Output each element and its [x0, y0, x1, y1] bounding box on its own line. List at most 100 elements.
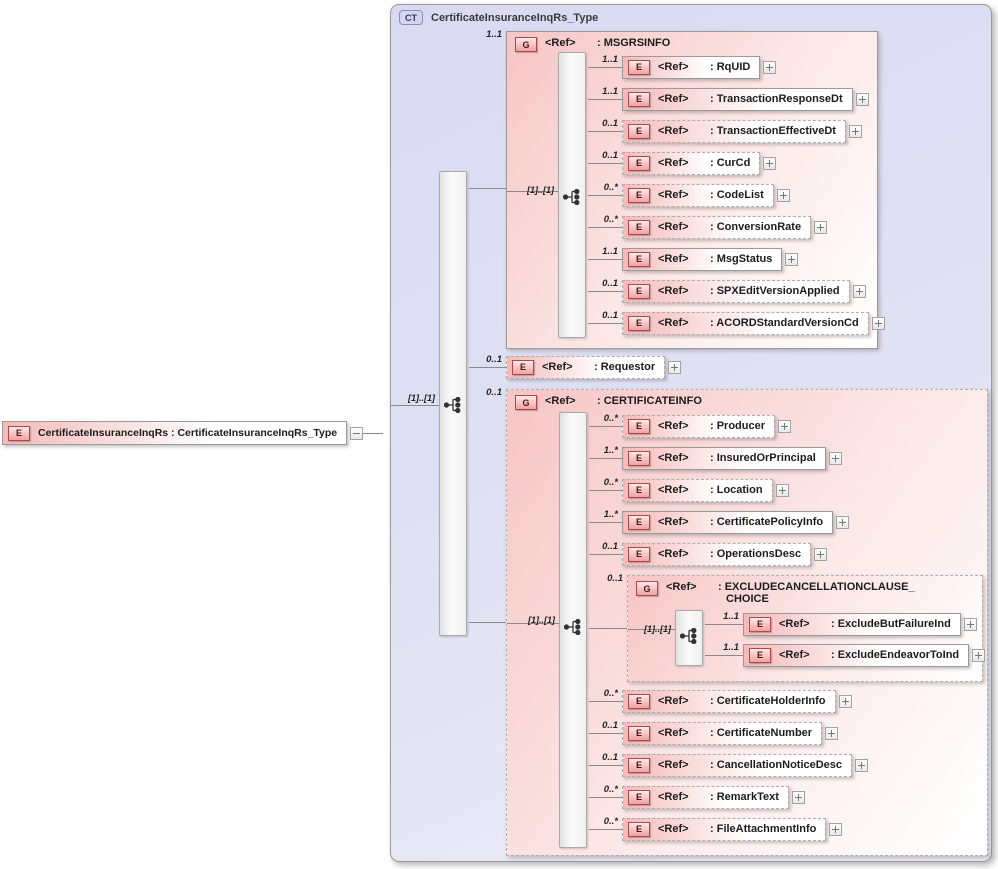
collapse-icon[interactable] [350, 426, 364, 440]
element-box-location[interactable]: E<Ref>: Location [622, 478, 773, 502]
cardinality-label: 0..1 [602, 150, 618, 161]
ref-label: <Ref> [545, 395, 576, 407]
element-badge: E [628, 155, 650, 171]
element-row: E<Ref>: Producer [622, 414, 792, 438]
element-box-msgstatus[interactable]: E<Ref>: MsgStatus [622, 247, 783, 271]
ref-label: <Ref> [658, 759, 689, 771]
expand-icon[interactable] [836, 515, 850, 529]
expand-icon[interactable] [814, 220, 828, 234]
connector-line [588, 195, 622, 196]
element-box-requestor[interactable]: E<Ref>: Requestor [506, 355, 666, 379]
expand-icon[interactable] [828, 451, 842, 465]
expand-icon[interactable] [963, 617, 977, 631]
element-badge: E [628, 251, 650, 267]
sequence-icon [563, 618, 582, 636]
element-badge: E [749, 616, 771, 632]
expand-icon[interactable] [848, 124, 862, 138]
element-row: E<Ref>: CertificateHolderInfo [622, 689, 852, 713]
sequence-icon [562, 188, 581, 206]
expand-icon[interactable] [972, 648, 986, 662]
cardinality-label: 1..1 [723, 611, 739, 622]
element-box-conversionrate[interactable]: E<Ref>: ConversionRate [622, 215, 812, 239]
ref-label: <Ref> [658, 727, 689, 739]
group-badge: G [636, 581, 658, 596]
expand-icon[interactable] [778, 419, 792, 433]
element-badge: E [628, 418, 650, 434]
element-name: : CodeList [710, 189, 764, 201]
cardinality-label: 0..1 [486, 387, 502, 398]
ref-label: <Ref> [658, 452, 689, 464]
expand-icon[interactable] [855, 92, 869, 106]
element-name: : CertificateHolderInfo [710, 695, 826, 707]
cardinality-label: 1..1 [486, 29, 502, 40]
expand-icon[interactable] [776, 188, 790, 202]
element-box-excludebutfailureind[interactable]: E<Ref>: ExcludeButFailureInd [743, 612, 961, 636]
group-box-excludecancellationclause[interactable]: G<Ref>: EXCLUDECANCELLATIONCLAUSE_CHOICE… [627, 575, 986, 682]
element-box-transactionresponsedt[interactable]: E<Ref>: TransactionResponseDt [622, 87, 853, 111]
element-box-operationsdesc[interactable]: E<Ref>: OperationsDesc [622, 542, 812, 566]
expand-icon[interactable] [763, 156, 777, 170]
element-box-certificateholderinfo[interactable]: E<Ref>: CertificateHolderInfo [622, 689, 836, 713]
cardinality-label: 0..1 [602, 541, 618, 552]
element-box-rquid[interactable]: E<Ref>: RqUID [622, 55, 761, 79]
cardinality-label: 0..1 [602, 118, 618, 129]
element-box-producer[interactable]: E<Ref>: Producer [622, 414, 776, 438]
expand-icon[interactable] [829, 822, 843, 836]
group-box-certificateinfo[interactable]: G<Ref>: CERTIFICATEINFO[1]..[1]0..*E<Ref… [506, 389, 988, 856]
cardinality-label: 0..* [603, 816, 618, 827]
sequence-icon [443, 396, 462, 414]
cardinality-label: 1..1 [602, 54, 618, 65]
element-badge: E [628, 482, 650, 498]
element-name: : CurCd [710, 157, 751, 169]
connector-line [705, 655, 743, 656]
element-name: : CertificatePolicyInfo [710, 516, 824, 528]
element-box-certificatepolicyinfo[interactable]: E<Ref>: CertificatePolicyInfo [622, 510, 834, 534]
element-row: E<Ref>: MsgStatus [622, 247, 799, 271]
ref-label: <Ref> [658, 285, 689, 297]
expand-icon[interactable] [775, 483, 789, 497]
connector-line [588, 67, 622, 68]
element-name: : MsgStatus [710, 253, 773, 265]
expand-icon[interactable] [785, 252, 799, 266]
element-box-fileattachmentinfo[interactable]: E<Ref>: FileAttachmentInfo [622, 817, 827, 841]
element-box-codelist[interactable]: E<Ref>: CodeList [622, 183, 774, 207]
element-box-certificateinsuranceinqrs[interactable]: E CertificateInsuranceInqRs : Certificat… [2, 421, 348, 445]
element-name: : ConversionRate [710, 221, 802, 233]
element-box-curcd[interactable]: E<Ref>: CurCd [622, 151, 761, 175]
compositor-bar [558, 52, 586, 338]
element-badge: E [628, 91, 650, 107]
element-box-certificatenumber[interactable]: E<Ref>: CertificateNumber [622, 721, 823, 745]
element-name: : Location [710, 484, 763, 496]
expand-icon[interactable] [825, 726, 839, 740]
expand-icon[interactable] [871, 316, 885, 330]
expand-icon[interactable] [791, 790, 805, 804]
element-box-excludeendeavortoind[interactable]: E<Ref>: ExcludeEndeavorToInd [743, 643, 970, 667]
expand-icon[interactable] [855, 758, 869, 772]
element-box-acordstandardversioncd[interactable]: E<Ref>: ACORDStandardVersionCd [622, 311, 869, 335]
ref-label: <Ref> [545, 37, 576, 49]
connector-line [588, 323, 622, 324]
expand-icon[interactable] [668, 360, 682, 374]
element-box-spxeditversionapplied[interactable]: E<Ref>: SPXEditVersionApplied [622, 279, 850, 303]
element-badge: E [628, 821, 650, 837]
element-box-transactioneffectivedt[interactable]: E<Ref>: TransactionEffectiveDt [622, 119, 846, 143]
group-header: G<Ref>: EXCLUDECANCELLATIONCLAUSE_CHOICE [628, 576, 982, 605]
element-box-insuredorprincipal[interactable]: E<Ref>: InsuredOrPrincipal [622, 446, 826, 470]
element-row: E<Ref>: SPXEditVersionApplied [622, 279, 866, 303]
element-row: E<Ref>: TransactionResponseDt [622, 87, 869, 111]
cardinality-label: 0..* [603, 477, 618, 488]
cardinality-label: 0..* [603, 413, 618, 424]
element-badge: E [628, 514, 650, 530]
group-badge: G [515, 37, 537, 52]
expand-icon[interactable] [814, 547, 828, 561]
element-row: E<Ref>: ExcludeButFailureInd [743, 612, 977, 636]
element-name: : OperationsDesc [710, 548, 802, 560]
element-box-remarktext[interactable]: E<Ref>: RemarkText [622, 785, 789, 809]
element-box-cancellationnoticedesc[interactable]: E<Ref>: CancellationNoticeDesc [622, 753, 853, 777]
cardinality-label: 0..1 [602, 720, 618, 731]
expand-icon[interactable] [763, 60, 777, 74]
expand-icon[interactable] [852, 284, 866, 298]
cardinality-label: 1..1 [602, 86, 618, 97]
expand-icon[interactable] [838, 694, 852, 708]
